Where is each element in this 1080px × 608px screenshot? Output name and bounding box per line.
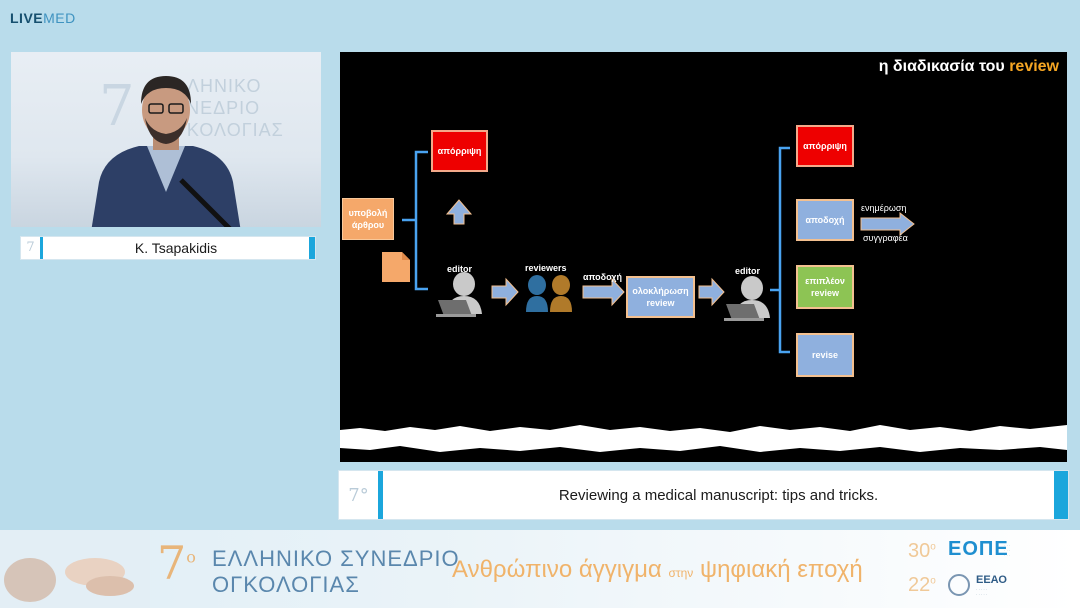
speaker-name: K. Tsapakidis bbox=[134, 240, 218, 256]
editor-icon bbox=[724, 276, 770, 321]
editor-icon bbox=[436, 272, 482, 317]
reviewers-label: reviewers bbox=[525, 263, 567, 273]
conference-name-line2: ΟΓΚΟΛΟΓΙΑΣ bbox=[212, 572, 360, 597]
reviewers-icon bbox=[526, 275, 572, 312]
reject-box-right: απόρριψη bbox=[796, 125, 854, 167]
speaker-figure bbox=[91, 76, 241, 227]
backdrop-number: 7 bbox=[99, 74, 135, 139]
document-icon bbox=[382, 252, 410, 282]
conference-number: 7ο bbox=[157, 536, 196, 590]
eeao-emblem-icon bbox=[948, 574, 970, 596]
reject-box-left: απόρριψη bbox=[431, 130, 488, 172]
accent-bar bbox=[309, 237, 315, 259]
hands-image bbox=[0, 530, 150, 608]
presentation-slide: η διαδικασία του review bbox=[340, 52, 1067, 462]
revise-box: revise bbox=[796, 333, 854, 377]
eeao-subtext: · · · · ·· · · · · bbox=[976, 587, 988, 597]
eope-subtext: · · ·· · ·· · · bbox=[1004, 543, 1011, 558]
torn-paper-edge bbox=[340, 425, 1067, 462]
speaker-nameplate: 7 K. Tsapakidis bbox=[20, 236, 316, 260]
slide-title: η διαδικασία του review bbox=[878, 58, 1059, 75]
right-arrow-icon bbox=[491, 277, 519, 307]
submission-box: υποβολή άρθρου bbox=[342, 198, 394, 240]
complete-review-box: ολοκλήρωση review bbox=[626, 276, 695, 318]
livemed-logo: LIVEMED bbox=[10, 10, 76, 26]
right-arrow-icon bbox=[860, 211, 915, 237]
conference-logo: 7 bbox=[21, 237, 43, 259]
eope-edition: 30ο bbox=[908, 540, 936, 562]
eope-logo: ΕΟΠΕ bbox=[948, 538, 1009, 560]
accept-box: αποδοχή bbox=[796, 199, 854, 241]
eeao-logo: ΕΕΑΟ bbox=[976, 574, 1007, 586]
flow-diagram bbox=[382, 146, 915, 354]
speaker-video: 7 ΕΛΛΗΝΙΚΟ ΣΥΝΕΔΡΙΟ ΟΓΚΟΛΟΓΙΑΣ bbox=[11, 52, 321, 227]
editor-label-right: editor bbox=[735, 266, 761, 276]
right-arrow-icon bbox=[698, 277, 725, 307]
eeao-edition: 22ο bbox=[908, 574, 936, 596]
notify-label-top: ενημέρωση bbox=[861, 203, 907, 213]
backdrop-text: ΟΓΚΟΛΟΓΙΑΣ bbox=[161, 120, 284, 140]
accent-bar bbox=[1054, 471, 1068, 519]
talk-title: Reviewing a medical manuscript: tips and… bbox=[558, 486, 879, 504]
editor-label-left: editor bbox=[447, 264, 473, 274]
up-arrow-icon bbox=[445, 199, 473, 225]
accept-arrow-label: αποδοχή bbox=[583, 272, 622, 282]
conference-banner: 7ο ΕΛΛΗΝΙΚΟ ΣΥΝΕΔΡΙΟ ΟΓΚΟΛΟΓΙΑΣ Ανθρώπιν… bbox=[0, 530, 1080, 608]
notify-label-bottom: συγγραφέα bbox=[863, 233, 908, 243]
conference-logo: 7° bbox=[339, 471, 383, 519]
talk-title-bar: 7° Reviewing a medical manuscript: tips … bbox=[338, 470, 1069, 520]
right-arrow-icon bbox=[582, 277, 625, 307]
extra-review-box: επιπλέον review bbox=[796, 265, 854, 309]
conference-name-line1: ΕΛΛΗΝΙΚΟ ΣΥΝΕΔΡΙΟ bbox=[212, 546, 460, 571]
conference-slogan: Ανθρώπινο άγγιγμα στην ψηφιακή εποχή bbox=[452, 556, 863, 583]
